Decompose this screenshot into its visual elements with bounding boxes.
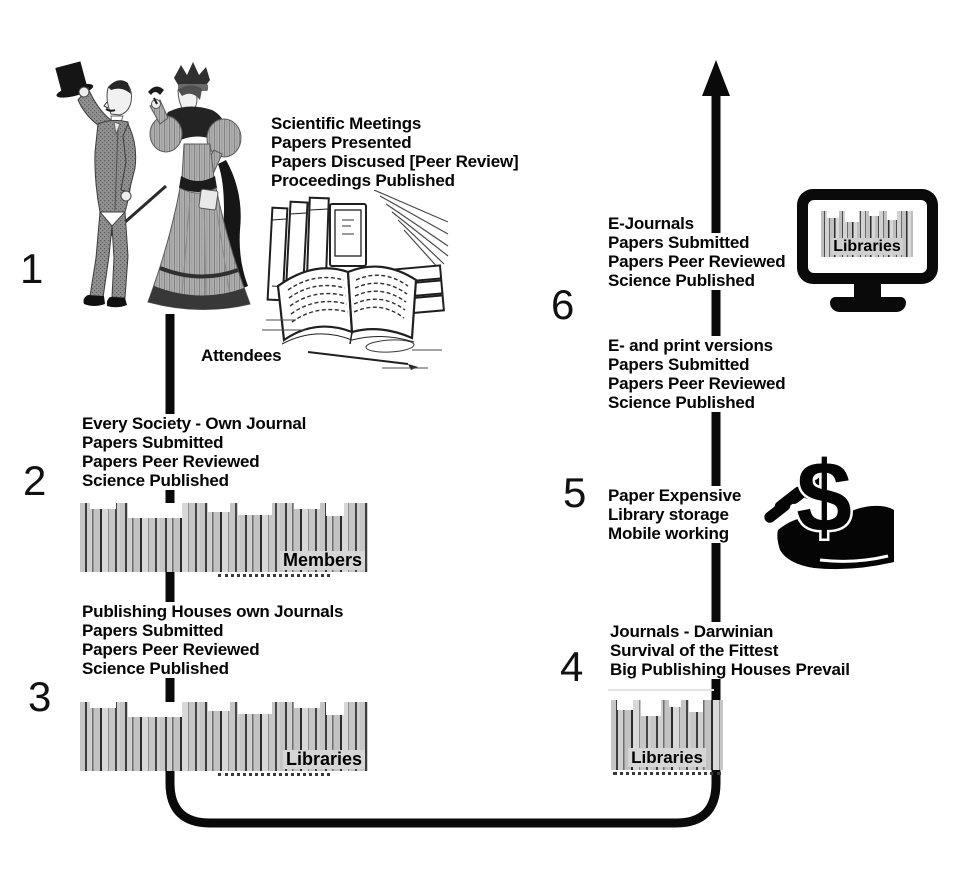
shelf-dots bbox=[218, 574, 330, 577]
monitor-frame: Libraries bbox=[797, 189, 938, 284]
monitor-bookshelf: Libraries bbox=[821, 211, 913, 257]
stage-2-number: 2 bbox=[23, 457, 47, 504]
stage-3-notes: Publishing Houses own Journals Papers Su… bbox=[82, 602, 347, 678]
members-bookshelf: Members bbox=[80, 503, 368, 572]
victorian-woman-illustration bbox=[147, 62, 251, 311]
eprint-transition-notes: E- and print versions Papers Submitted P… bbox=[608, 336, 789, 412]
victorian-man-illustration bbox=[55, 61, 167, 308]
dollar-icon: $ bbox=[796, 442, 852, 553]
shelf-dots bbox=[613, 772, 721, 775]
monitor-icon: Libraries bbox=[797, 189, 938, 312]
shelf-dots bbox=[218, 773, 330, 776]
arrowhead-icon bbox=[702, 60, 730, 96]
books-illustration bbox=[262, 190, 449, 370]
monitor-stand-base bbox=[829, 297, 906, 312]
stage-5-notes: Paper Expensive Library storage Mobile w… bbox=[608, 486, 745, 543]
monitor-shelf-label: Libraries bbox=[831, 238, 903, 255]
libraries-bookshelf-left: Libraries bbox=[80, 702, 368, 771]
stage-1-notes: Scientific Meetings Papers Presented Pap… bbox=[271, 114, 522, 190]
stage-6-number: 6 bbox=[551, 281, 575, 328]
stage-3-number: 3 bbox=[28, 673, 52, 720]
stage-4-notes: Journals - Darwinian Survival of the Fit… bbox=[610, 622, 853, 679]
libraries-shelf-label-right: Libraries bbox=[628, 748, 706, 767]
stage-2-notes: Every Society - Own Journal Papers Submi… bbox=[82, 414, 310, 490]
monitor-screen: Libraries bbox=[808, 200, 927, 273]
monitor-stand-neck bbox=[854, 282, 881, 298]
stage-1-number: 1 bbox=[20, 245, 44, 292]
money-hand-icon: $ bbox=[764, 442, 894, 570]
libraries-bookshelf-right: Libraries bbox=[611, 700, 723, 770]
stage-4-number: 4 bbox=[560, 643, 584, 690]
attendees-label: Attendees bbox=[201, 346, 285, 365]
members-shelf-label: Members bbox=[279, 551, 365, 570]
stage-5-number: 5 bbox=[563, 469, 587, 516]
divider-rule bbox=[608, 689, 714, 691]
libraries-shelf-label-left: Libraries bbox=[282, 750, 365, 769]
stage-6-notes: E-Journals Papers Submitted Papers Peer … bbox=[608, 214, 789, 290]
